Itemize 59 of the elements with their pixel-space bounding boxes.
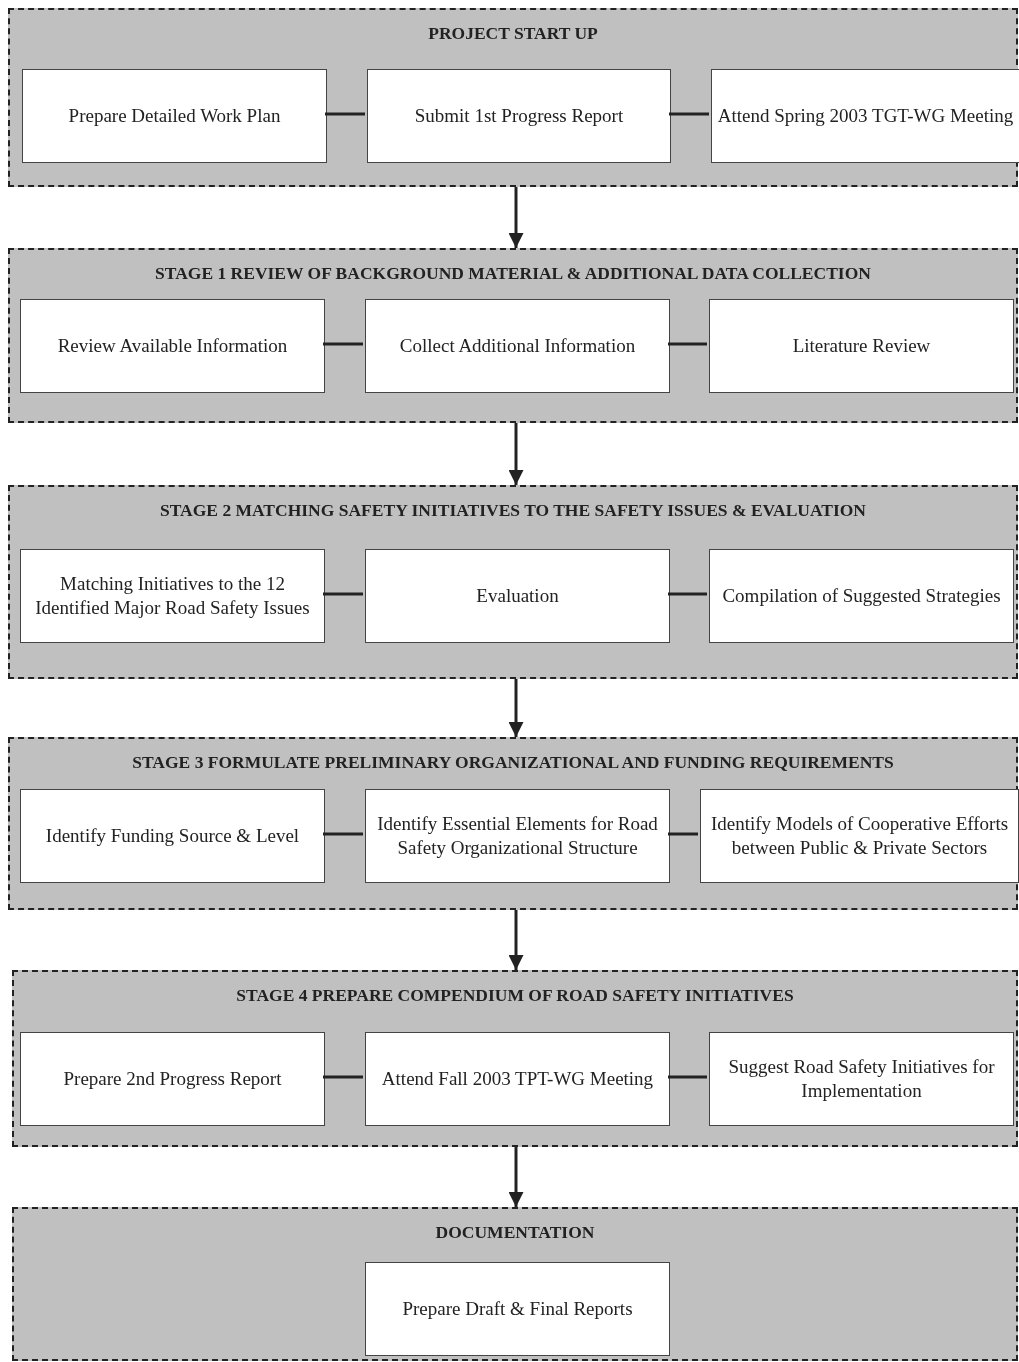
- task-box: [365, 1032, 670, 1126]
- task-text: Submit 1st Progress Report: [414, 104, 624, 128]
- task-box: [367, 69, 671, 163]
- task-box: [711, 69, 1019, 163]
- connector-line: [668, 832, 698, 836]
- task-text: Identify Essential Elements for Road Safety Organizational Structure: [376, 812, 659, 860]
- arrow: [508, 187, 524, 248]
- task-box: [20, 789, 325, 883]
- connector-line: [323, 592, 363, 596]
- arrow: [508, 423, 524, 485]
- task-text: Suggest Road Safety Initiatives for Implementation: [727, 1055, 996, 1103]
- task-box: [20, 1032, 325, 1126]
- arrow: [508, 679, 524, 737]
- task-box: [365, 549, 670, 643]
- arrow: [508, 910, 524, 970]
- task-text: Matching Initiatives to the 12 Identified Major Road Safety Issues: [34, 572, 311, 620]
- task-box: [365, 789, 670, 883]
- task-box: [365, 1262, 670, 1356]
- connector-line: [323, 342, 363, 346]
- connector-line: [323, 1075, 363, 1079]
- connector-line: [668, 342, 707, 346]
- stage-heading: STAGE 2 MATCHING SAFETY INITIATIVES TO THE SAFETY ISSUES & EVALUATION: [159, 499, 867, 522]
- task-text: Prepare 2nd Progress Report: [63, 1067, 282, 1091]
- connector-line: [323, 832, 363, 836]
- stage-heading: STAGE 1 REVIEW OF BACKGROUND MATERIAL & ADDITIONAL DATA COLLECTION: [154, 262, 872, 285]
- arrow: [508, 1147, 524, 1207]
- connector-line: [325, 112, 365, 116]
- task-box: [20, 299, 325, 393]
- task-box: [365, 299, 670, 393]
- stage-panel: [8, 485, 1018, 679]
- task-text: Attend Fall 2003 TPT-WG Meeting: [381, 1067, 654, 1091]
- task-text: Prepare Draft & Final Reports: [402, 1297, 633, 1321]
- stage-panel: [8, 737, 1018, 910]
- stage-heading: STAGE 4 PREPARE COMPENDIUM OF ROAD SAFETY INITIATIVES: [235, 984, 795, 1007]
- task-text: Attend Spring 2003 TGT-WG Meeting: [717, 104, 1014, 128]
- stage-heading: PROJECT START UP: [427, 22, 599, 45]
- task-box: [700, 789, 1019, 883]
- task-text: Review Available Information: [57, 334, 288, 358]
- stage-heading: DOCUMENTATION: [434, 1221, 596, 1244]
- task-box: [709, 1032, 1014, 1126]
- task-box: [22, 69, 327, 163]
- task-box: [709, 549, 1014, 643]
- task-text: Literature Review: [792, 334, 931, 358]
- connector-line: [668, 1075, 707, 1079]
- stage-heading: STAGE 3 FORMULATE PRELIMINARY ORGANIZATIONAL AND FUNDING REQUIREMENTS: [131, 751, 895, 774]
- stage-panel: [8, 248, 1018, 423]
- task-text: Evaluation: [476, 584, 559, 608]
- task-text: Identify Models of Cooperative Efforts between Public & Private Sectors: [709, 812, 1010, 860]
- stage-panel: [12, 1207, 1018, 1361]
- task-box: [709, 299, 1014, 393]
- task-text: Identify Funding Source & Level: [45, 824, 300, 848]
- task-text: Prepare Detailed Work Plan: [68, 104, 281, 128]
- task-box: [20, 549, 325, 643]
- stage-panel: [8, 8, 1018, 187]
- connector-line: [669, 112, 709, 116]
- connector-line: [668, 592, 707, 596]
- stage-panel: [12, 970, 1018, 1147]
- task-text: Compilation of Suggested Strategies: [722, 584, 1001, 608]
- task-text: Collect Additional Information: [399, 334, 636, 358]
